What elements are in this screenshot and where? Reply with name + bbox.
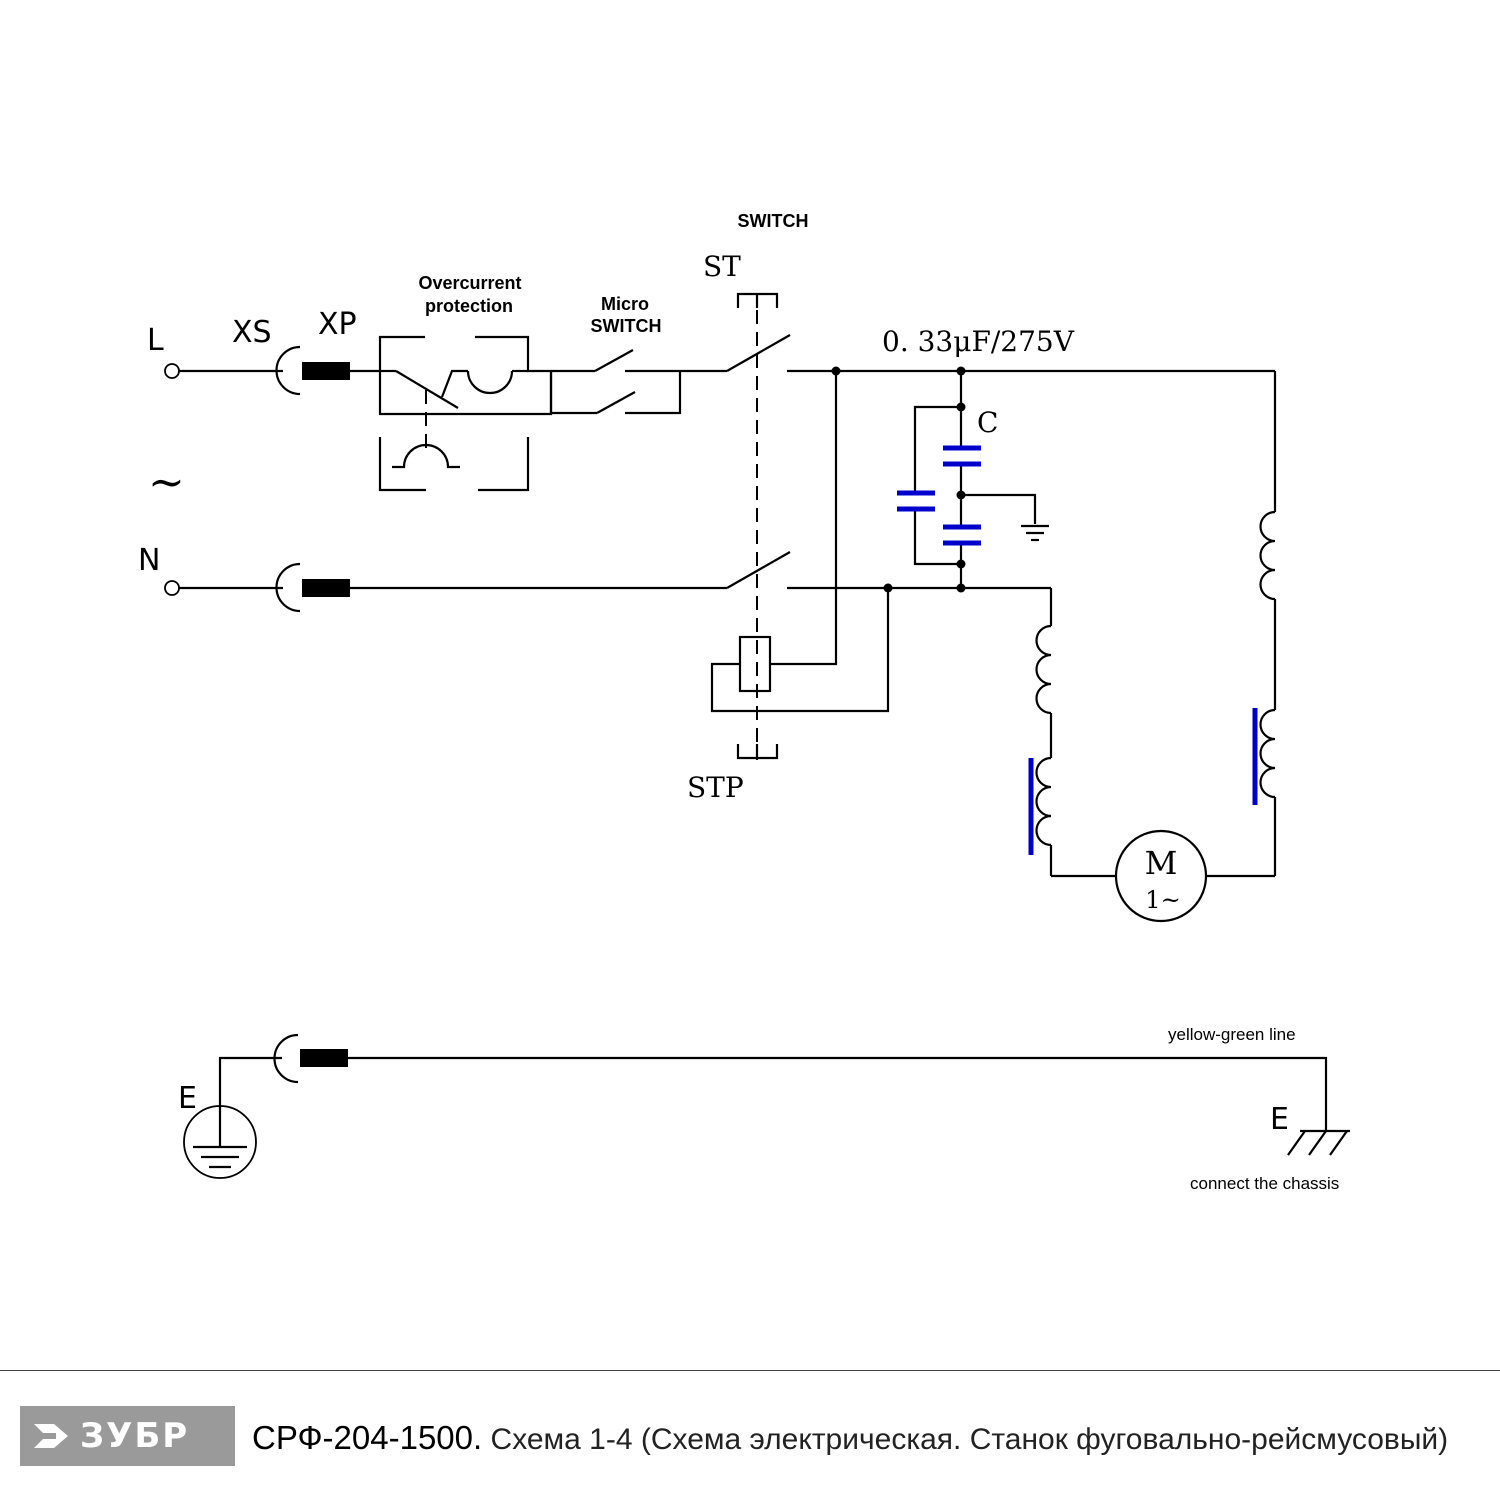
socket-xs-n <box>275 562 301 613</box>
overcurrent-protection <box>378 335 553 492</box>
label-xp: XP <box>318 307 357 342</box>
label-earth-left: E <box>178 1081 197 1116</box>
main-switch <box>710 292 893 760</box>
micro-switch <box>549 349 727 415</box>
terminal-l <box>164 363 180 379</box>
brand-arrow-icon <box>34 1424 68 1448</box>
label-micro-1: Micro <box>601 294 649 314</box>
socket-xs-e <box>273 1033 299 1084</box>
model-number: СРФ-204-1500. <box>252 1419 483 1456</box>
terminal-n <box>164 580 180 596</box>
caption-text: Схема 1-4 (Схема электрическая. Станок ф… <box>482 1423 1449 1456</box>
label-n: N <box>138 543 160 578</box>
line-input <box>164 345 380 396</box>
label-overcurrent-2: protection <box>425 296 513 316</box>
document-caption: СРФ-204-1500. Схема 1-4 (Схема электриче… <box>252 1412 1448 1464</box>
plug-xp-n <box>302 579 350 597</box>
plug-xp-l <box>302 362 350 380</box>
earth-circuit <box>183 1033 1350 1179</box>
label-motor: M <box>1145 844 1178 882</box>
socket-xs-l <box>275 345 301 396</box>
label-motor-phase: 1~ <box>1145 886 1180 914</box>
label-l: L <box>147 323 164 358</box>
label-stp: STP <box>687 771 744 804</box>
label-xs: XS <box>232 315 272 350</box>
label-switch: SWITCH <box>738 211 809 231</box>
label-ac: ~ <box>148 457 185 508</box>
capacitor-bank <box>897 366 1049 593</box>
footer-divider <box>0 1370 1500 1371</box>
label-chassis: connect the chassis <box>1190 1174 1339 1193</box>
motor-circuit <box>1028 371 1277 923</box>
neutral-input <box>164 562 727 613</box>
brand-logo: ЗУБР <box>20 1406 235 1466</box>
label-overcurrent-1: Overcurrent <box>418 273 521 293</box>
label-capacitor: C <box>977 406 998 439</box>
label-micro-2: SWITCH <box>591 316 662 336</box>
label-st: ST <box>703 250 741 283</box>
hold-coil <box>738 635 772 693</box>
plug-xp-e <box>300 1049 348 1067</box>
label-capacitor-value: 0. 33μF/275V <box>882 325 1075 358</box>
label-earth-right: E <box>1270 1102 1289 1137</box>
brand-name: ЗУБР <box>80 1416 190 1456</box>
label-yellow-green: yellow-green line <box>1168 1025 1296 1044</box>
